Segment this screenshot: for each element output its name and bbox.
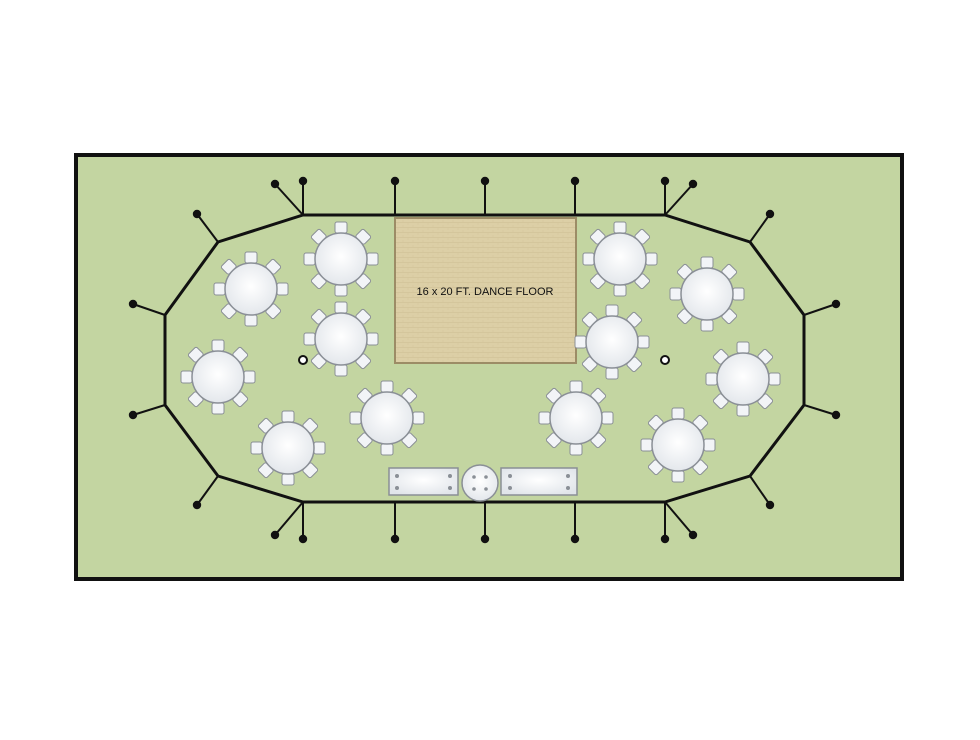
tent-outline <box>163 213 806 504</box>
stake-guyline <box>270 501 304 540</box>
stake-guyline <box>660 176 670 215</box>
chair <box>574 335 587 349</box>
chair <box>768 372 781 386</box>
chair <box>582 252 595 266</box>
head-tables <box>388 464 578 502</box>
rect-table <box>500 467 578 496</box>
round-table <box>669 256 745 332</box>
stake-guyline <box>570 176 580 215</box>
stake-guyline <box>749 475 775 510</box>
stake-guyline <box>128 299 166 316</box>
rect-table <box>388 467 459 496</box>
chair <box>211 339 225 352</box>
chair <box>613 284 627 297</box>
stake-guyline <box>664 501 698 540</box>
chair <box>671 407 685 420</box>
chair <box>669 287 682 301</box>
cake-table <box>461 464 499 502</box>
chair <box>213 282 226 296</box>
stake-guyline <box>390 176 400 215</box>
stake-guyline <box>803 299 841 316</box>
round-table <box>303 221 379 297</box>
stake-guyline <box>660 502 670 544</box>
chair <box>349 411 362 425</box>
stake-guyline <box>298 176 308 215</box>
chair <box>313 441 326 455</box>
chair <box>645 252 658 266</box>
chair <box>250 441 263 455</box>
chair <box>637 335 650 349</box>
chair <box>703 438 716 452</box>
stake-guyline <box>570 502 580 544</box>
chair <box>366 332 379 346</box>
chair <box>366 252 379 266</box>
chair <box>281 473 295 486</box>
round-tables <box>180 221 781 486</box>
chair <box>281 410 295 423</box>
interior-pole <box>298 355 308 365</box>
chair <box>303 252 316 266</box>
chair <box>180 370 193 384</box>
stake-guyline <box>192 209 219 243</box>
chair <box>276 282 289 296</box>
chair <box>732 287 745 301</box>
stake-guyline <box>128 404 166 420</box>
chair <box>700 319 714 332</box>
chair <box>334 364 348 377</box>
chair <box>640 438 653 452</box>
dance-floor: 16 x 20 FT. DANCE FLOOR <box>394 217 577 364</box>
round-table <box>180 339 256 415</box>
chair <box>700 256 714 269</box>
chair <box>412 411 425 425</box>
stake-guyline <box>390 502 400 544</box>
stake-guyline <box>803 404 841 420</box>
stake-guyline <box>298 502 308 544</box>
chair <box>243 370 256 384</box>
dance-floor-label: 16 x 20 FT. DANCE FLOOR <box>417 286 554 298</box>
chair <box>736 341 750 354</box>
round-table <box>250 410 326 486</box>
stake-guyline <box>749 209 775 243</box>
round-table <box>213 251 289 327</box>
chair <box>605 367 619 380</box>
stake-guyline <box>192 475 219 510</box>
chair <box>334 284 348 297</box>
chair <box>605 304 619 317</box>
chair <box>380 443 394 456</box>
chair <box>736 404 750 417</box>
chair <box>569 380 583 393</box>
stake-guyline <box>480 176 490 215</box>
round-table <box>574 304 650 380</box>
round-table <box>349 380 425 456</box>
chair <box>303 332 316 346</box>
chair <box>705 372 718 386</box>
chair <box>380 380 394 393</box>
stake-guyline <box>270 179 304 216</box>
chair <box>211 402 225 415</box>
chair <box>671 470 685 483</box>
chair <box>244 251 258 264</box>
round-table <box>640 407 716 483</box>
chair <box>613 221 627 234</box>
stake-guyline <box>480 502 490 544</box>
round-table <box>303 301 379 377</box>
chair <box>334 221 348 234</box>
stake-guyline <box>664 179 698 216</box>
interior-pole <box>660 355 670 365</box>
chair <box>334 301 348 314</box>
round-table <box>582 221 658 297</box>
round-table <box>705 341 781 417</box>
chair <box>538 411 551 425</box>
chair <box>244 314 258 327</box>
tent-stakes <box>128 176 841 544</box>
round-table <box>538 380 614 456</box>
chair <box>601 411 614 425</box>
chair <box>569 443 583 456</box>
